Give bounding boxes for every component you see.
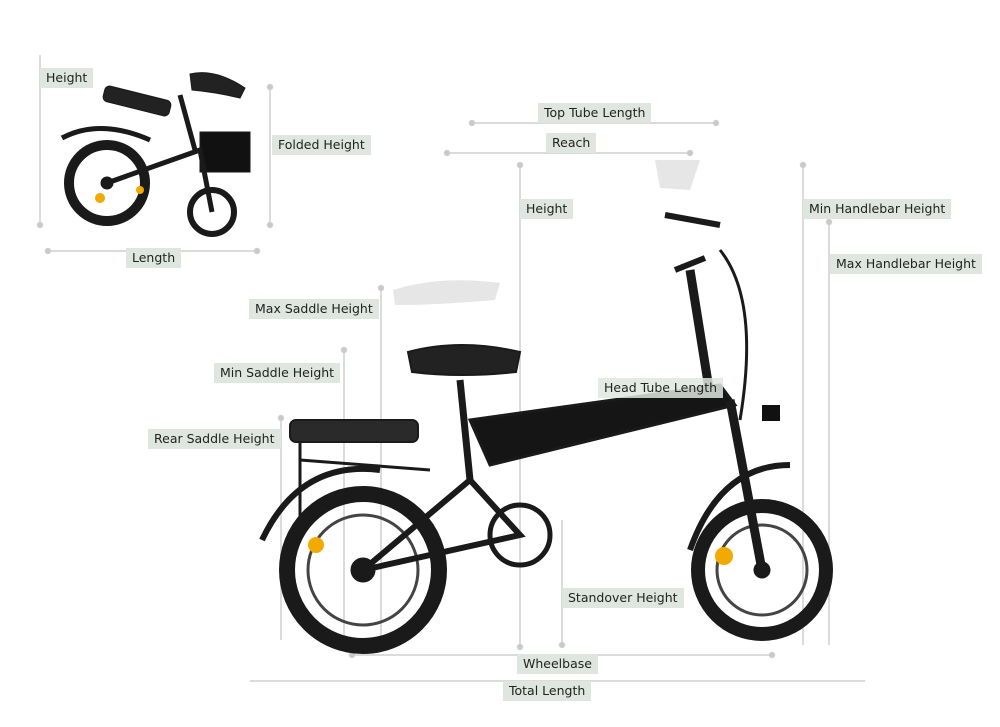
ghost-parts xyxy=(393,160,700,305)
min-saddle-height-label: Min Saddle Height xyxy=(214,363,341,383)
rear-saddle-height-label: Rear Saddle Height xyxy=(148,429,281,449)
main-bike xyxy=(259,212,833,654)
min-handlebar-height-label: Min Handlebar Height xyxy=(803,199,952,219)
folded-bike xyxy=(60,72,251,237)
reach-label: Reach xyxy=(546,133,597,153)
top-tube-length-label: Top Tube Length xyxy=(538,103,652,123)
max-handlebar-height-label: Max Handlebar Height xyxy=(830,254,982,274)
total-length-label: Total Length xyxy=(503,681,592,701)
head-tube-length-label: Head Tube Length xyxy=(598,378,724,398)
standover-height-label: Standover Height xyxy=(562,588,684,608)
folded-height-dim-label: Folded Height xyxy=(272,135,371,155)
height-label: Height xyxy=(520,199,574,219)
dimension-lines xyxy=(36,55,865,682)
max-saddle-height-label: Max Saddle Height xyxy=(249,299,379,319)
wheelbase-label: Wheelbase xyxy=(517,654,598,674)
folded-length-label: Length xyxy=(126,248,182,268)
folded-height-label: Height xyxy=(40,68,94,88)
